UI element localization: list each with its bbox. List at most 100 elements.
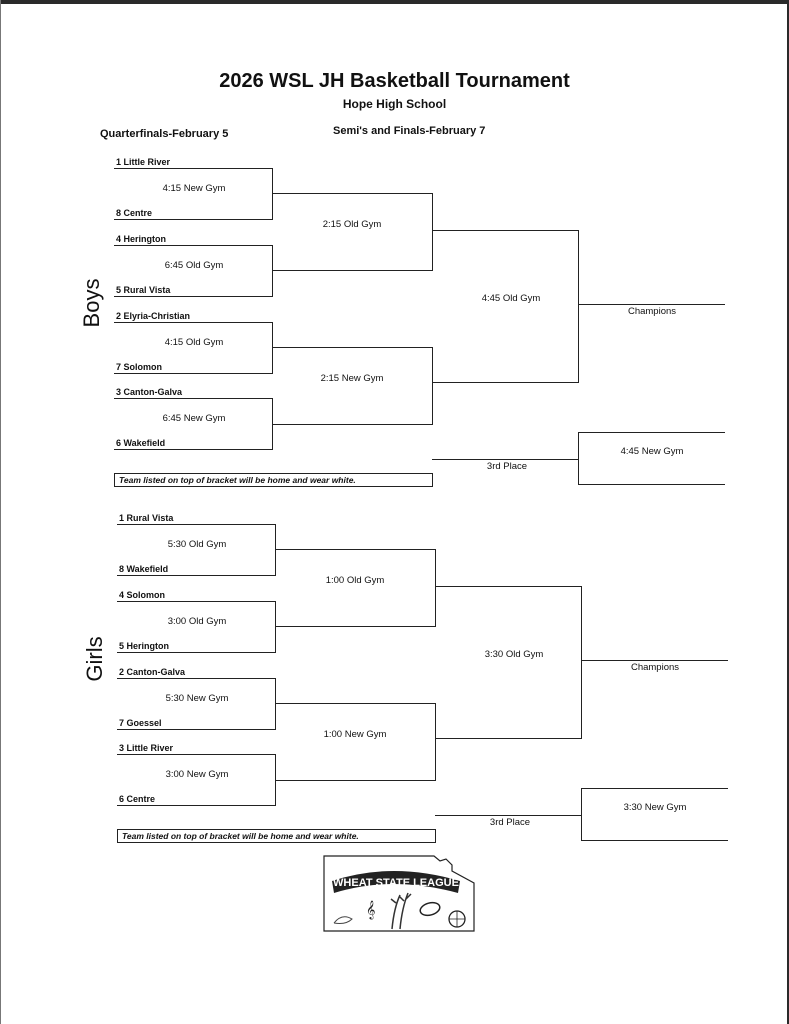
quarterfinals-header: Quarterfinals-February 5 bbox=[100, 128, 229, 140]
bracket-line bbox=[114, 449, 272, 450]
team-name: 1 Rural Vista bbox=[119, 513, 174, 523]
bracket-line bbox=[432, 193, 433, 271]
window-border bbox=[787, 0, 789, 1024]
game-time: 6:45 New Gym bbox=[162, 413, 226, 424]
bracket-line bbox=[272, 270, 432, 271]
game-time: 6:45 Old Gym bbox=[164, 260, 224, 271]
game-time: 4:15 Old Gym bbox=[164, 337, 224, 348]
bracket-line bbox=[435, 703, 436, 781]
team-name: 1 Little River bbox=[116, 157, 171, 167]
window-border bbox=[0, 0, 789, 4]
bracket-line bbox=[114, 168, 272, 169]
bracket-line bbox=[275, 524, 276, 576]
champions-label: Champions bbox=[627, 306, 677, 317]
bracket-line bbox=[275, 780, 435, 781]
home-team-note: Team listed on top of bracket will be ho… bbox=[117, 829, 436, 843]
bracket-line bbox=[581, 586, 582, 739]
third-place-label: 3rd Place bbox=[486, 461, 528, 472]
team-name: 5 Rural Vista bbox=[116, 285, 171, 295]
bracket-line bbox=[114, 245, 272, 246]
bracket-line bbox=[117, 805, 275, 806]
bracket-line bbox=[435, 549, 436, 627]
svg-text:𝄞: 𝄞 bbox=[366, 900, 375, 920]
game-time: 1:00 Old Gym bbox=[325, 575, 385, 586]
bracket-line bbox=[435, 586, 581, 587]
page-subtitle: Hope High School bbox=[342, 97, 447, 111]
team-name: 2 Elyria-Christian bbox=[116, 311, 191, 321]
team-name: 4 Solomon bbox=[119, 590, 166, 600]
division-label: Boys bbox=[79, 278, 104, 328]
bracket-line bbox=[114, 219, 272, 220]
bracket-line bbox=[272, 245, 273, 297]
bracket-line bbox=[275, 678, 276, 730]
bracket-line bbox=[275, 601, 276, 653]
game-time: 5:30 New Gym bbox=[165, 693, 229, 704]
bracket-line bbox=[581, 660, 728, 661]
team-name: 3 Canton-Galva bbox=[116, 387, 183, 397]
bracket-line bbox=[432, 382, 578, 383]
bracket-line bbox=[117, 601, 275, 602]
team-name: 7 Goessel bbox=[119, 718, 162, 728]
bracket-line bbox=[114, 322, 272, 323]
wheat-state-league-logo: WHEAT STATE LEAGUE 𝄞 bbox=[323, 855, 475, 932]
bracket-line bbox=[272, 193, 432, 194]
team-name: 3 Little River bbox=[119, 743, 174, 753]
bracket-line bbox=[581, 840, 728, 841]
team-name: 6 Wakefield bbox=[116, 438, 166, 448]
game-time: 2:15 Old Gym bbox=[322, 219, 382, 230]
bracket-line bbox=[275, 549, 435, 550]
bracket-line bbox=[578, 432, 579, 485]
bracket-line bbox=[578, 304, 725, 305]
bracket-line bbox=[435, 815, 581, 816]
team-name: 5 Herington bbox=[119, 641, 170, 651]
champions-label: Champions bbox=[630, 662, 680, 673]
team-name: 6 Centre bbox=[119, 794, 156, 804]
game-time: 3:00 New Gym bbox=[165, 769, 229, 780]
game-time: 1:00 New Gym bbox=[323, 729, 387, 740]
bracket-line bbox=[117, 652, 275, 653]
team-name: 8 Wakefield bbox=[119, 564, 169, 574]
bracket-line bbox=[275, 626, 435, 627]
home-team-note: Team listed on top of bracket will be ho… bbox=[114, 473, 433, 487]
bracket-line bbox=[117, 678, 275, 679]
bracket-line bbox=[117, 575, 275, 576]
bracket-line bbox=[578, 230, 579, 383]
game-time: 4:45 New Gym bbox=[620, 446, 684, 457]
bracket-line bbox=[272, 424, 432, 425]
bracket-line bbox=[117, 729, 275, 730]
bracket-line bbox=[272, 347, 432, 348]
third-place-label: 3rd Place bbox=[489, 817, 531, 828]
bracket-line bbox=[114, 398, 272, 399]
bracket-line bbox=[432, 459, 578, 460]
game-time: 2:15 New Gym bbox=[320, 373, 384, 384]
bracket-line bbox=[117, 524, 275, 525]
semis-finals-header: Semi's and Finals-February 7 bbox=[333, 125, 486, 137]
bracket-line bbox=[581, 788, 728, 789]
bracket-line bbox=[432, 347, 433, 425]
bracket-line bbox=[578, 484, 725, 485]
bracket-line bbox=[578, 432, 725, 433]
bracket-line bbox=[117, 754, 275, 755]
game-time: 3:30 New Gym bbox=[623, 802, 687, 813]
game-time: 4:15 New Gym bbox=[162, 183, 226, 194]
game-time: 5:30 Old Gym bbox=[167, 539, 227, 550]
page-title: 2026 WSL JH Basketball Tournament bbox=[219, 70, 570, 92]
bracket-line bbox=[432, 230, 578, 231]
game-time: 4:45 Old Gym bbox=[481, 293, 541, 304]
game-time: 3:00 Old Gym bbox=[167, 616, 227, 627]
team-name: 8 Centre bbox=[116, 208, 153, 218]
bracket-line bbox=[114, 296, 272, 297]
bracket-line bbox=[275, 703, 435, 704]
team-name: 7 Solomon bbox=[116, 362, 163, 372]
bracket-line bbox=[114, 373, 272, 374]
bracket-line bbox=[435, 738, 581, 739]
bracket-line bbox=[272, 322, 273, 374]
window-border bbox=[0, 0, 1, 1024]
division-label: Girls bbox=[82, 636, 107, 682]
svg-text:WHEAT STATE LEAGUE: WHEAT STATE LEAGUE bbox=[333, 877, 459, 889]
team-name: 2 Canton-Galva bbox=[119, 667, 186, 677]
bracket-line bbox=[272, 168, 273, 220]
game-time: 3:30 Old Gym bbox=[484, 649, 544, 660]
bracket-line bbox=[581, 788, 582, 841]
